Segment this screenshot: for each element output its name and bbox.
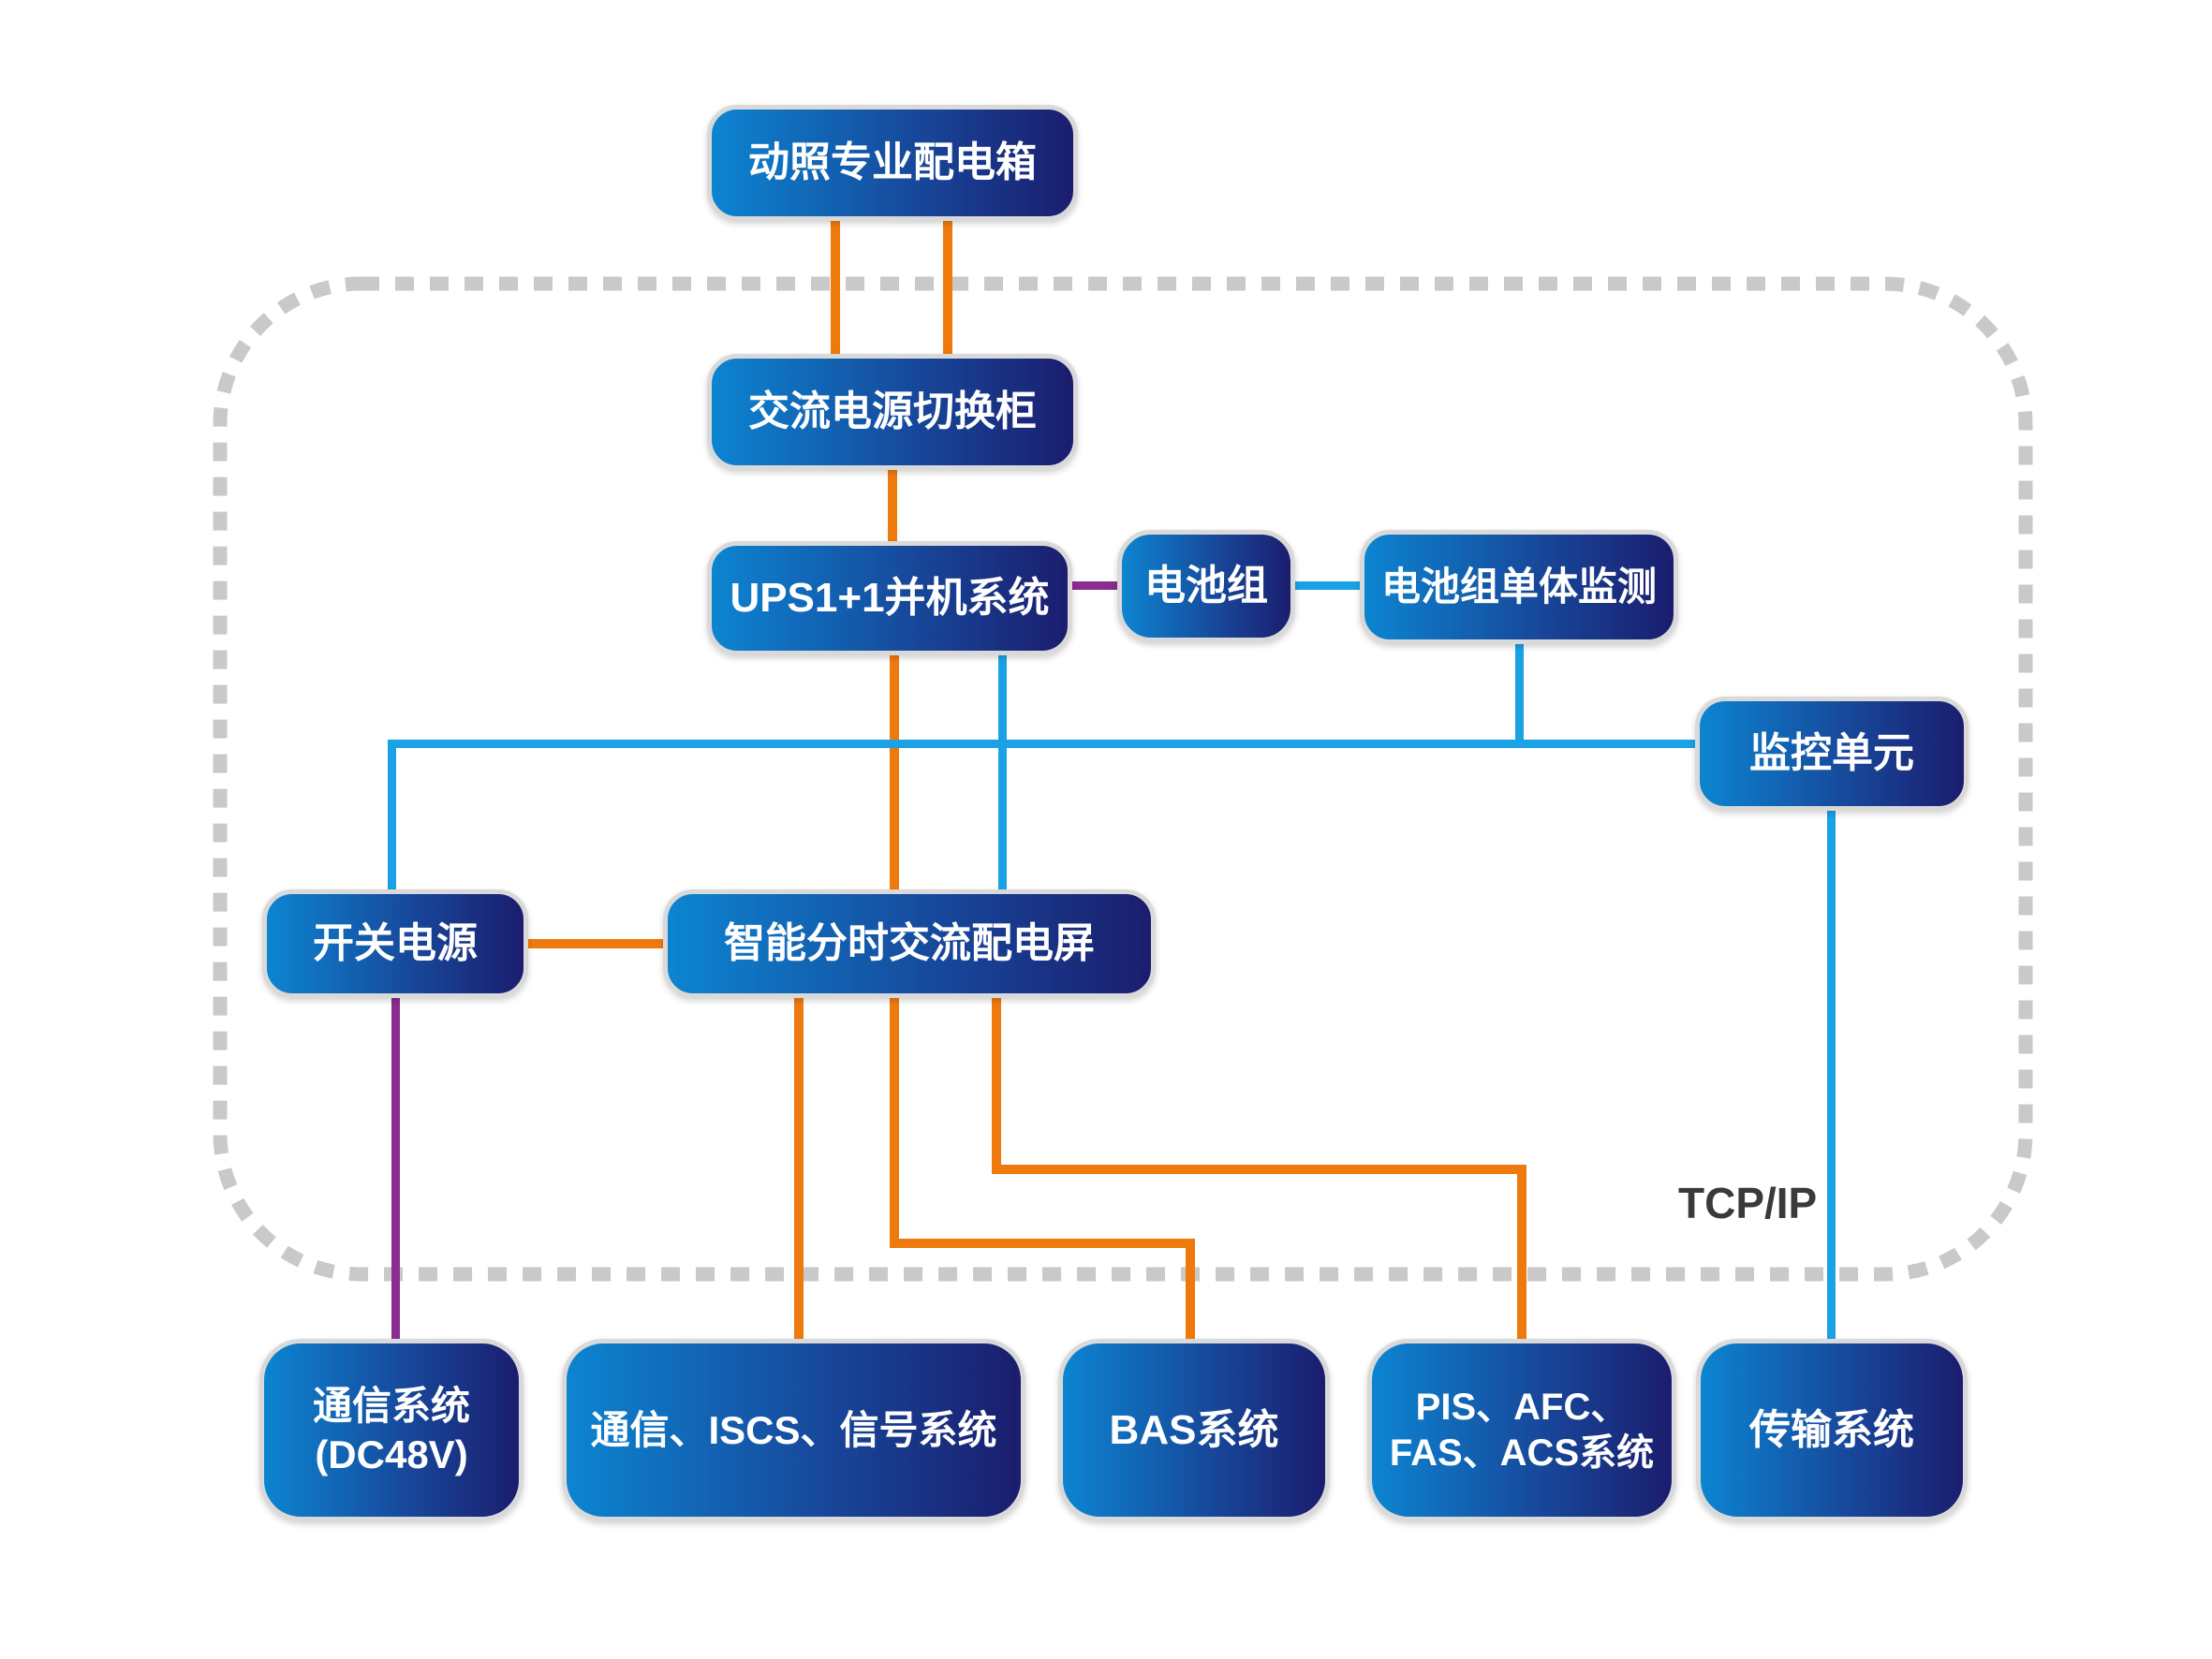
node-comm-dc48-label-line2: (DC48V) <box>315 1431 468 1476</box>
node-pis-label-line1: PIS、AFC、 <box>1415 1386 1629 1428</box>
edge-feeder-acswitch-line-1 <box>831 217 840 360</box>
edge-batterymonitor-bus-line <box>1515 639 1524 748</box>
node-transmission: 传输系统 <box>1696 1339 1968 1521</box>
node-comm-iscs-label: 通信、ISCS、信号系统 <box>590 1407 997 1452</box>
node-battery-monitor-label: 电池组单体监测 <box>1380 565 1657 609</box>
edge-distpanel-pis-segment-v2 <box>1517 1165 1526 1344</box>
node-ups: UPS1+1并机系统 <box>707 541 1072 655</box>
edge-bus-switchpower-line <box>388 740 396 895</box>
node-bas-label: BAS系统 <box>1109 1406 1279 1453</box>
node-comm-dc48-label-line1: 通信系统 <box>312 1384 470 1429</box>
edge-switchpower-distpanel-line <box>521 939 671 948</box>
edge-distpanel-pis-segment-h <box>992 1165 1526 1174</box>
node-battery-label: 电池组 <box>1144 563 1268 609</box>
node-dist-panel-label: 智能分时交流配电屏 <box>724 920 1095 967</box>
node-switch-power: 开关电源 <box>262 889 528 998</box>
node-monitor-unit-label: 监控单元 <box>1749 730 1914 777</box>
edge-distpanel-commiscs-line <box>794 991 804 1344</box>
node-monitor-unit: 监控单元 <box>1695 697 1969 811</box>
node-pis: PIS、AFC、 FAS、ACS系统 <box>1367 1339 1676 1521</box>
node-bas: BAS系统 <box>1058 1339 1330 1521</box>
tcpip-label: TCP/IP <box>1678 1179 1818 1227</box>
edge-ups-distpanel-blue-line <box>998 653 1007 895</box>
node-ac-switch: 交流电源切换柜 <box>707 354 1078 470</box>
node-pis-label-line2: FAS、ACS系统 <box>1389 1431 1655 1474</box>
edge-ups-battery-line <box>1069 581 1121 590</box>
node-top-distribution: 动照专业配电箱 <box>707 105 1078 221</box>
edge-feeder-acswitch-line-2 <box>943 217 952 360</box>
edge-monitorunit-transmission-line <box>1827 805 1836 1344</box>
node-battery-monitor: 电池组单体监测 <box>1360 530 1678 644</box>
node-transmission-label: 传输系统 <box>1749 1406 1914 1453</box>
node-comm-iscs: 通信、ISCS、信号系统 <box>562 1339 1025 1521</box>
node-battery: 电池组 <box>1117 530 1295 642</box>
node-ac-switch-label: 交流电源切换柜 <box>748 389 1037 435</box>
edge-switchpower-commdc48-line <box>391 991 400 1344</box>
node-top-distribution-label: 动照专业配电箱 <box>748 139 1037 186</box>
edge-distpanel-bas-segment-v2 <box>1186 1239 1195 1344</box>
node-comm-dc48: 通信系统 (DC48V) <box>259 1339 524 1521</box>
node-ups-label: UPS1+1并机系统 <box>730 575 1050 622</box>
edge-acswitch-ups-line <box>888 466 897 547</box>
edge-ups-distpanel-orange-line <box>890 653 899 895</box>
edge-battery-monitor-line <box>1291 581 1364 590</box>
edge-distpanel-bas-segment-h <box>890 1239 1195 1248</box>
edge-distpanel-pis-segment-v1 <box>992 991 1001 1174</box>
node-dist-panel: 智能分时交流配电屏 <box>663 889 1156 998</box>
edge-monitoring-bus-horizontal <box>388 740 1699 748</box>
edge-distpanel-bas-segment-v1 <box>890 991 899 1248</box>
node-switch-power-label: 开关电源 <box>313 920 478 967</box>
